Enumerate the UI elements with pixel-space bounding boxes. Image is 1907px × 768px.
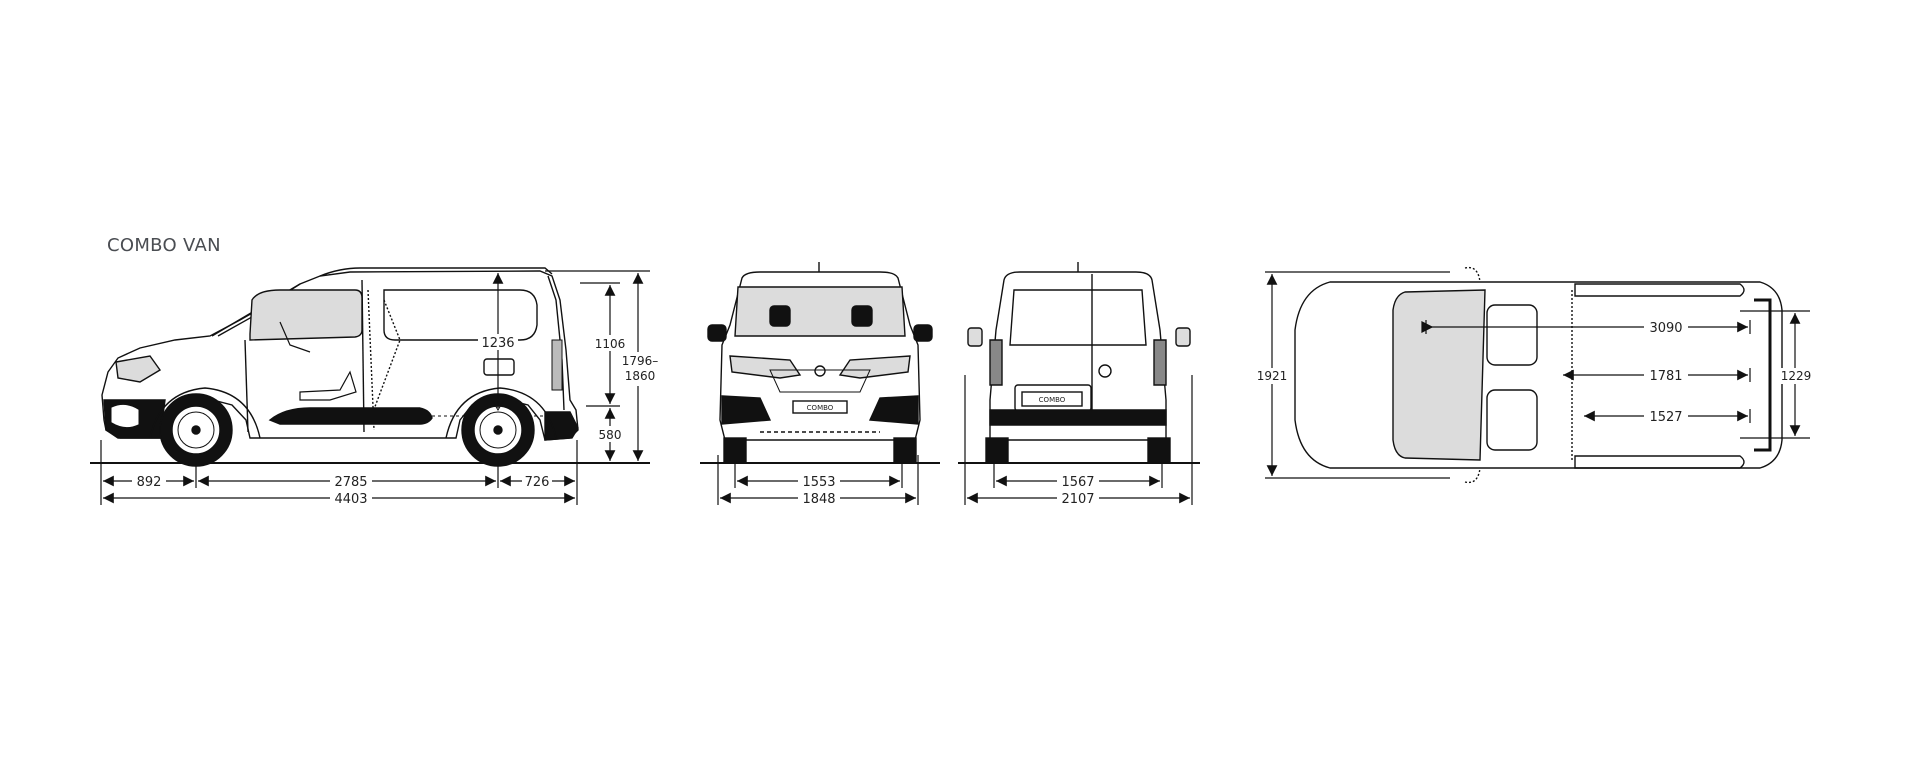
rear-badge: COMBO [1039,396,1066,404]
rear-overhang-label: 726 [525,475,550,490]
side-view [90,267,650,467]
top-dimensions [1256,271,1812,479]
wheelbase-label: 2785 [334,475,367,490]
side-vertical-dimensions [545,270,658,461]
front-badge: COMBO [807,404,834,412]
overall-height-label-line2: 1860 [625,369,656,383]
front-view [700,262,940,464]
load-floor-length-label: 1781 [1649,369,1682,384]
rear-view [958,262,1200,464]
page-title: COMBO VAN [107,235,221,256]
load-length-floor-front-label: 1527 [1649,410,1682,425]
overall-height-label-line1: 1796– [622,354,659,368]
wheel-arch-width-label: 1229 [1781,369,1812,383]
front-track-label: 1553 [802,475,835,490]
rear-track-label: 1567 [1061,475,1094,490]
front-overall-width-label: 1848 [802,492,835,507]
front-dimensions [717,455,919,506]
load-opening-height-label: 1106 [595,337,626,351]
cargo-height-label: 1236 [481,336,514,351]
top-width-mirrors-label: 1921 [1257,369,1288,383]
rear-dimensions [964,375,1193,506]
load-sill-height-label: 580 [599,428,622,442]
side-horizontal-dimensions [100,440,578,506]
front-overhang-label: 892 [137,475,162,490]
rear-width-mirrors-label: 2107 [1061,492,1094,507]
max-load-length-label: 3090 [1649,321,1682,336]
overall-length-label: 4403 [334,492,367,507]
